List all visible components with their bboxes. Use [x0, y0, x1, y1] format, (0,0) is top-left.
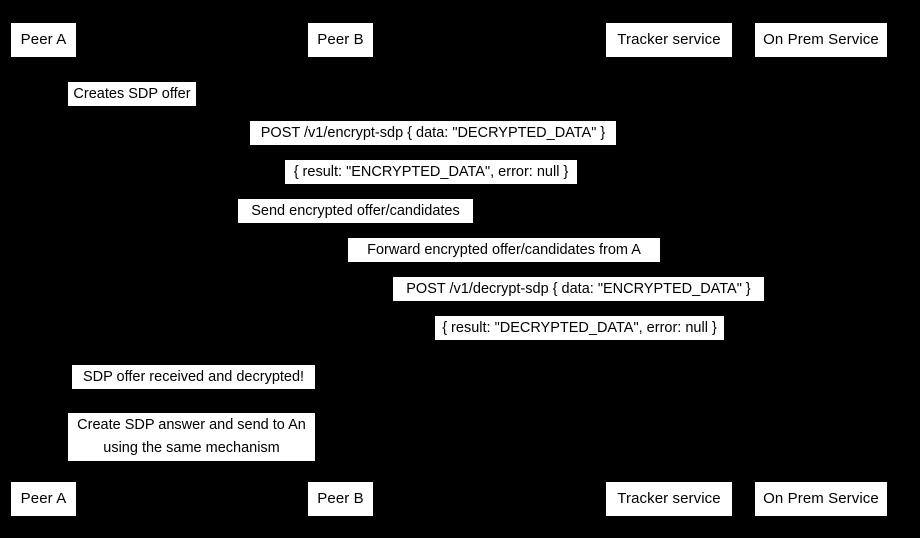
lifeline-on-prem: [821, 58, 822, 481]
message-encrypt-sdp-result: { result: "ENCRYPTED_DATA", error: null …: [285, 160, 577, 184]
participant-label: Tracker service: [617, 31, 721, 48]
participant-peer-a-bottom[interactable]: Peer A: [10, 481, 77, 517]
participant-label: Peer B: [317, 490, 364, 507]
lifeline-peer-a: [43, 58, 44, 481]
participant-label: Peer A: [20, 31, 67, 48]
message-sdp-offer-received: SDP offer received and decrypted!: [72, 365, 315, 389]
lifeline-peer-b: [340, 58, 341, 481]
participant-peer-b-top[interactable]: Peer B: [307, 22, 374, 58]
participant-peer-a-top[interactable]: Peer A: [10, 22, 77, 58]
participant-peer-b-bottom[interactable]: Peer B: [307, 481, 374, 517]
message-post-encrypt-sdp: POST /v1/encrypt-sdp { data: "DECRYPTED_…: [250, 121, 616, 145]
participant-label: Peer B: [317, 31, 364, 48]
participant-on-prem-service-top[interactable]: On Prem Service: [754, 22, 888, 58]
participant-tracker-service-top[interactable]: Tracker service: [605, 22, 733, 58]
message-post-decrypt-sdp: POST /v1/decrypt-sdp { data: "ENCRYPTED_…: [393, 277, 764, 301]
participant-label: Tracker service: [617, 490, 721, 507]
message-decrypt-sdp-result: { result: "DECRYPTED_DATA", error: null …: [435, 316, 724, 340]
participant-label: Peer A: [20, 490, 67, 507]
message-create-sdp-answer: Create SDP answer and send to An using t…: [68, 413, 315, 461]
message-creates-sdp-offer: Creates SDP offer: [68, 82, 196, 106]
lifeline-tracker: [669, 58, 670, 481]
participant-label: On Prem Service: [763, 490, 879, 507]
message-forward-encrypted-offer: Forward encrypted offer/candidates from …: [348, 238, 660, 262]
participant-tracker-service-bottom[interactable]: Tracker service: [605, 481, 733, 517]
message-send-encrypted-offer: Send encrypted offer/candidates: [238, 199, 473, 223]
participant-on-prem-service-bottom[interactable]: On Prem Service: [754, 481, 888, 517]
participant-label: On Prem Service: [763, 31, 879, 48]
